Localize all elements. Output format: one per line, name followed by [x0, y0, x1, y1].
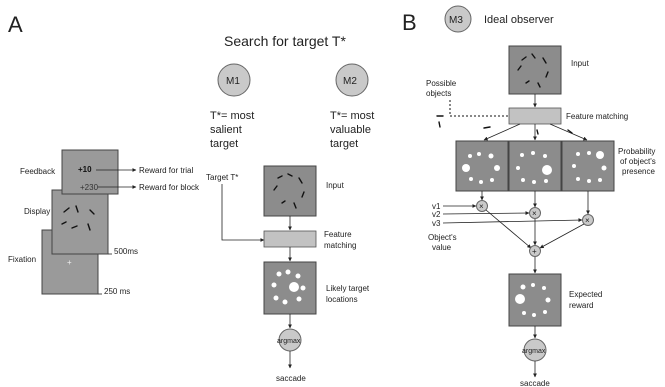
panel-a-letter: A — [8, 12, 23, 37]
likely-locations-dots — [271, 269, 306, 305]
arrow-mult3-sum — [539, 223, 585, 249]
mult-node-2 — [529, 207, 541, 219]
input-bars-b — [517, 53, 549, 88]
model-m1: M1 T*= most salient target — [210, 63, 254, 150]
feature-matching-label-b: Feature matching — [566, 112, 628, 121]
input-label-b: Input — [571, 59, 590, 68]
arrow-v2 — [442, 211, 530, 216]
model-m3-id: M3 — [449, 15, 463, 26]
value-v2: v2 — [432, 210, 441, 219]
model-m2-id: M2 — [343, 76, 357, 87]
expected-reward-label-2: reward — [569, 301, 593, 310]
model-m2-desc-2: valuable — [330, 124, 371, 136]
input-bars-a — [273, 173, 305, 209]
possible-objects-2: objects — [426, 89, 451, 98]
argmax-label-b: argmax — [522, 348, 546, 355]
display-bars — [61, 205, 95, 231]
model-m1-desc-1: T*= most — [210, 110, 254, 122]
arrow-fm-map3 — [549, 123, 588, 141]
saccade-label-a: saccade — [276, 374, 306, 383]
reward-trial-label: Reward for trial — [139, 166, 193, 175]
expected-reward-dots — [515, 283, 551, 317]
likely-locations-label-1: Likely target — [326, 284, 370, 293]
feature-matching-label-a-1: Feature — [324, 230, 352, 239]
fixation-cross: + — [67, 258, 72, 267]
trial-structure: + +10 +230 Feedback Display Fixation Rew… — [8, 149, 200, 296]
feature-matching-box-b — [508, 107, 562, 125]
possible-objects-1: Possible — [426, 79, 457, 88]
sum-node — [529, 245, 541, 257]
saccade-label-b: saccade — [520, 379, 550, 387]
feature-matching-box-a — [263, 230, 317, 248]
prob-map-3 — [561, 140, 615, 192]
target-arrow — [221, 184, 265, 242]
panel-b-letter: B — [402, 10, 417, 35]
probability-label-3: presence — [622, 167, 655, 176]
target-label: Target T* — [206, 173, 238, 182]
mult-symbol-3: × — [585, 216, 590, 225]
map3-object-marker — [567, 129, 573, 134]
arrow-mult1-sum — [485, 209, 532, 249]
model-m3-title: Ideal observer — [484, 14, 554, 26]
search-title: Search for target T* — [224, 33, 346, 49]
probability-label-1: Probability — [618, 147, 655, 156]
likely-locations-label-2: locations — [326, 295, 358, 304]
mult-node-1 — [476, 200, 488, 212]
fixation-label: Fixation — [8, 255, 36, 264]
input-box-a — [263, 165, 317, 217]
value-v3: v3 — [432, 219, 441, 228]
arrow-v3 — [442, 218, 583, 224]
arrow-fm-map1 — [483, 123, 521, 141]
probability-maps — [455, 140, 615, 192]
display-screen — [51, 189, 109, 255]
reward-block-label: Reward for block — [139, 183, 200, 192]
time-display: 500ms — [114, 247, 138, 256]
value-v1: v1 — [432, 202, 441, 211]
model-m2: M2 T*= most valuable target — [330, 63, 374, 150]
expected-reward-label-1: Expected — [569, 290, 602, 299]
objects-value-label-2: value — [432, 243, 452, 252]
mult-symbol-2: × — [532, 209, 537, 218]
argmax-label-a: argmax — [277, 338, 301, 345]
mult-node-3 — [582, 214, 594, 226]
sum-symbol: + — [532, 247, 537, 256]
model-m2-desc-1: T*= most — [330, 110, 374, 122]
feedback-value: +10 — [78, 165, 92, 174]
model-m2-circle — [335, 63, 369, 97]
map2-object-marker — [536, 129, 539, 135]
time-fixation: 250 ms — [104, 287, 130, 296]
object-dash-2 — [438, 121, 441, 128]
model-m1-desc-2: salient — [210, 124, 242, 136]
model-m1-circle — [217, 63, 251, 97]
possible-objects-line — [449, 100, 508, 117]
feedback-label: Feedback — [20, 167, 56, 176]
input-label-a: Input — [326, 181, 345, 190]
probability-label-2: of object's — [620, 157, 656, 166]
model-m3-circle — [444, 5, 472, 33]
input-box-b — [508, 45, 562, 95]
map1-object-marker — [483, 126, 491, 129]
model-m1-desc-3: target — [210, 138, 238, 150]
model-m2-desc-3: target — [330, 138, 358, 150]
mult-symbol-1: × — [479, 202, 484, 211]
flow-a: Target T* Input Feature matching — [206, 165, 370, 383]
block-value: +230 — [80, 183, 99, 192]
feature-matching-label-a-2: matching — [324, 241, 356, 250]
objects-value-label-1: Object's — [428, 233, 457, 242]
display-label: Display — [24, 207, 50, 216]
model-m1-id: M1 — [226, 76, 240, 87]
